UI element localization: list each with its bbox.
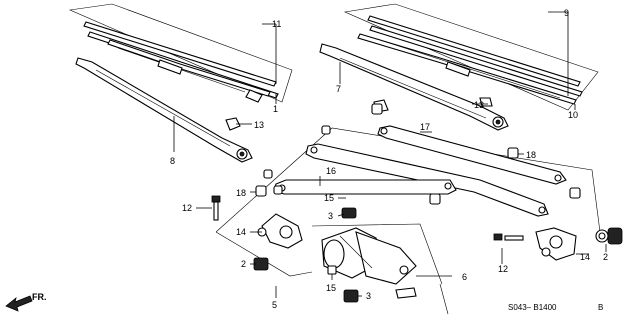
callout-14-right: 14 xyxy=(580,252,590,262)
wiper-motor xyxy=(321,207,417,303)
callout-15-bottom: 15 xyxy=(326,283,336,293)
callout-9: 9 xyxy=(564,8,569,18)
callout-12-right: 12 xyxy=(498,264,508,274)
callout-14-left: 14 xyxy=(236,227,246,237)
callout-labels: 11 1 13 8 9 7 13 10 17 18 16 18 12 15 3 … xyxy=(170,8,608,310)
bushings xyxy=(255,103,581,205)
callout-6: 6 xyxy=(462,272,467,282)
callout-18-right: 18 xyxy=(526,150,536,160)
callout-11: 11 xyxy=(272,19,281,29)
callout-3-bottom: 3 xyxy=(366,291,371,301)
callout-3-top: 3 xyxy=(328,211,333,221)
callout-1: 1 xyxy=(273,104,278,114)
right-wiper-arm xyxy=(319,43,509,131)
leader-lines xyxy=(173,11,607,298)
callout-2-right: 2 xyxy=(603,252,608,262)
callout-8: 8 xyxy=(170,156,175,166)
link-rod-16 xyxy=(273,143,549,217)
callout-10: 10 xyxy=(568,110,578,120)
callout-17: 17 xyxy=(420,122,430,132)
callout-7: 7 xyxy=(336,84,341,94)
front-direction-arrow: FR. xyxy=(5,292,47,312)
right-pivot-assembly xyxy=(493,227,623,261)
left-pivot-assembly xyxy=(211,195,303,271)
callout-5: 5 xyxy=(272,300,277,310)
link-rod-17 xyxy=(377,125,567,185)
fr-label: FR. xyxy=(32,292,47,302)
callout-13-left: 13 xyxy=(254,120,264,130)
callout-16: 16 xyxy=(326,166,336,176)
diagram-code-suffix: B xyxy=(598,303,603,312)
diagram-code-text: S043– B1400 xyxy=(508,303,557,312)
callout-18-left: 18 xyxy=(236,188,246,198)
right-blade-group xyxy=(343,3,599,111)
left-wiper-arm xyxy=(75,57,253,163)
callout-15-top: 15 xyxy=(324,193,334,203)
callout-13-right: 13 xyxy=(474,100,484,110)
diagram-code: S043– B1400 B xyxy=(508,303,603,312)
callout-2-left: 2 xyxy=(241,259,246,269)
left-blade-group xyxy=(68,3,293,103)
callout-12-left: 12 xyxy=(182,203,192,213)
